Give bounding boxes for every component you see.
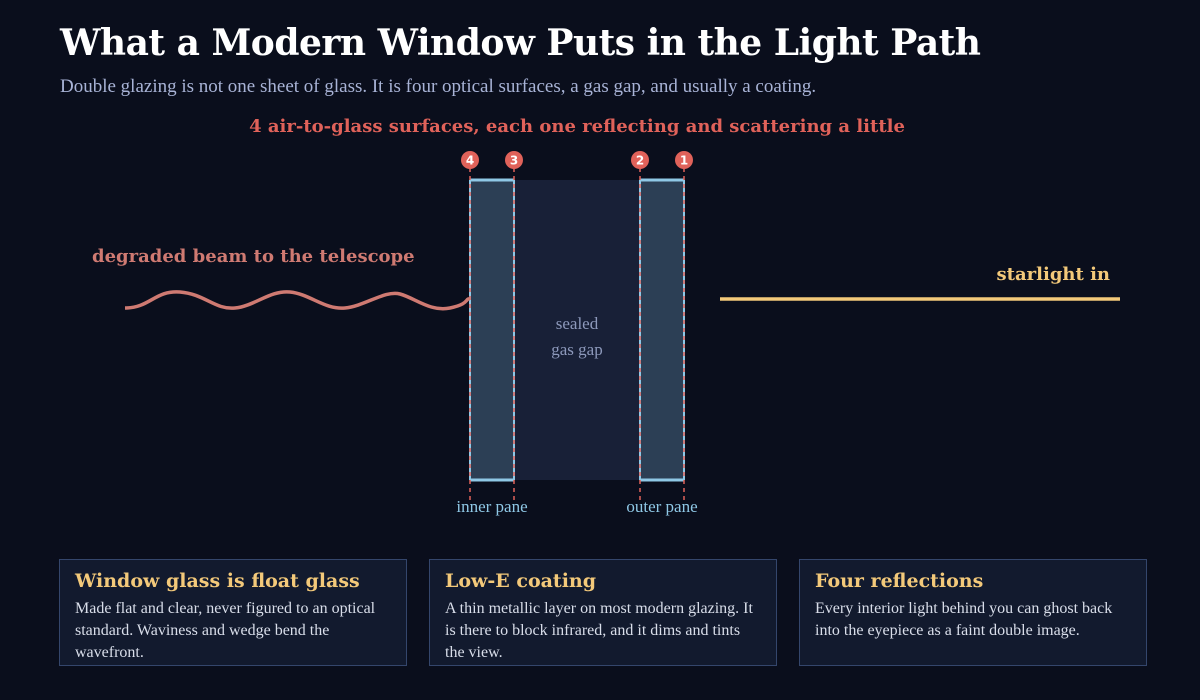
outer-pane-label: outer pane [626, 497, 697, 516]
inner-pane [470, 180, 514, 480]
surface-1-number: 1 [680, 154, 688, 168]
info-card-low-e-coating: Low-E coating A thin metallic layer on m… [429, 559, 777, 666]
card-title: Four reflections [815, 570, 984, 592]
surface-2-badge [631, 151, 649, 169]
card-title: Low-E coating [445, 570, 597, 592]
surface-3-number: 3 [510, 154, 518, 168]
degraded-beam [124, 290, 471, 311]
starlight-label: starlight in [997, 264, 1110, 285]
outer-pane [640, 180, 684, 480]
surface-2-number: 2 [636, 154, 644, 168]
card-body: A thin metallic layer on most modern gla… [445, 600, 753, 661]
info-card-float-glass: Window glass is float glass Made flat an… [59, 559, 407, 666]
gas-gap-label-line-2: gas gap [551, 340, 602, 359]
info-card-four-reflections: Four reflections Every interior light be… [799, 559, 1147, 666]
surfaces-label: 4 air-to-glass surfaces, each one reflec… [249, 116, 905, 137]
gas-gap-label-line-1: sealed [556, 314, 599, 333]
page-subtitle: Double glazing is not one sheet of glass… [60, 76, 817, 97]
gas-gap [514, 180, 640, 480]
inner-pane-label: inner pane [456, 497, 527, 516]
surface-4-badge [461, 151, 479, 169]
card-body: Every interior light behind you can ghos… [815, 600, 1113, 639]
card-title: Window glass is float glass [75, 570, 360, 592]
surface-4-number: 4 [466, 154, 474, 168]
degraded-beam-label: degraded beam to the telescope [92, 246, 415, 267]
card-body: Made flat and clear, never figured to an… [75, 600, 376, 661]
surface-1-badge [675, 151, 693, 169]
surface-3-badge [505, 151, 523, 169]
page-title: What a Modern Window Puts in the Light P… [60, 22, 981, 64]
